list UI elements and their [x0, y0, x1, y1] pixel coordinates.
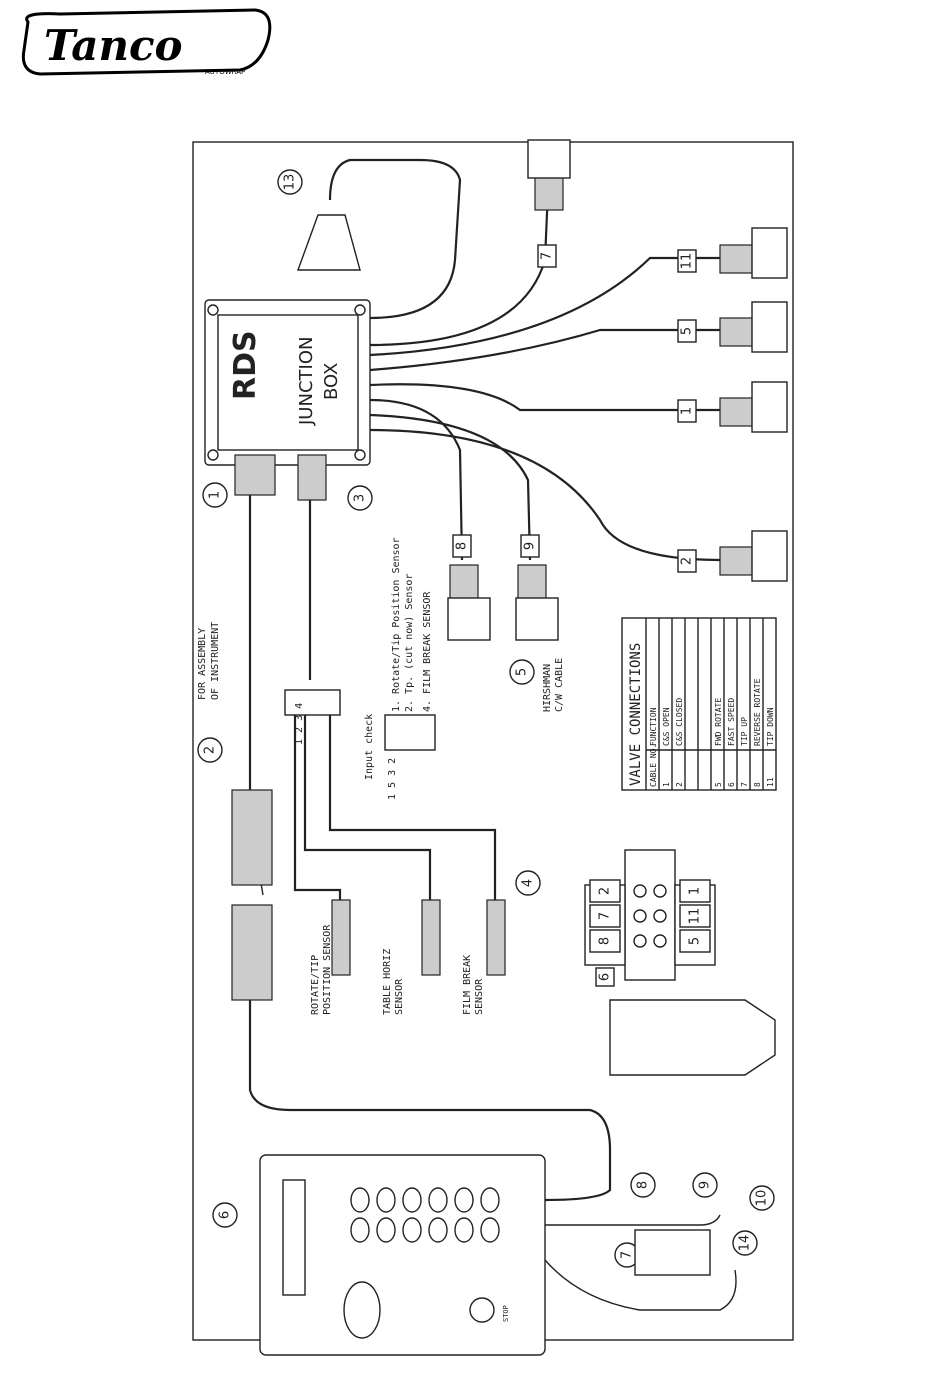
- table-cell-function: C&S CLOSED: [675, 698, 684, 746]
- instrument-plug: [231, 789, 273, 1001]
- assembly-note-2: OF INSTRUMENT: [210, 622, 221, 700]
- callout: 10: [755, 1190, 770, 1207]
- junction-box: RDS JUNCTION BOX: [204, 299, 371, 501]
- table-cell-cable: 6: [727, 782, 736, 787]
- input-check-title: Input check: [364, 714, 375, 780]
- console-button[interactable]: [376, 1187, 396, 1213]
- console-display: [282, 1179, 306, 1296]
- table-cell-cable: 2: [675, 782, 684, 787]
- console-button[interactable]: [402, 1187, 422, 1213]
- sensor-label: POSITION SENSOR: [322, 924, 333, 1015]
- table-cell-cable: 7: [740, 782, 749, 787]
- callout: 3: [353, 494, 368, 502]
- hirshman-label-1: HIRSHMAN: [542, 664, 553, 712]
- console-button[interactable]: [454, 1217, 474, 1243]
- cable-tags: 7 11 5 1 2 8 9: [452, 244, 697, 573]
- cable-tag: 11: [680, 253, 695, 270]
- junction-box-line1: JUNCTION: [296, 337, 317, 426]
- valve-label: 5: [688, 937, 703, 945]
- callout: 2: [203, 746, 218, 754]
- table-header: FUNCTION: [649, 707, 658, 746]
- hirshman-label-2: C/W CABLE: [554, 658, 565, 712]
- cable-tag: 7: [540, 252, 555, 260]
- valve-connectors: [447, 139, 788, 641]
- table-cell-function: TIP UP: [740, 717, 749, 746]
- console-button[interactable]: [376, 1217, 396, 1243]
- remote-control: [609, 999, 776, 1076]
- callout: 7: [620, 1251, 635, 1259]
- sensor-label: ROTATE/TIP: [310, 955, 321, 1015]
- sensor-mount: [297, 214, 361, 271]
- control-console: STOP: [259, 1154, 546, 1356]
- sensor-label: SENSOR: [474, 978, 485, 1015]
- table-cell-function: FAST SPEED: [727, 698, 736, 746]
- table-cell-cable: 5: [714, 782, 723, 787]
- callout: 8: [636, 1181, 651, 1189]
- cable-tag: 5: [680, 327, 695, 335]
- valve-block: 2 1 7 11 8 5 6: [584, 849, 716, 987]
- table-cell-function: TIP DOWN: [766, 707, 775, 746]
- assembly-note-1: FOR ASSEMBLY: [197, 628, 208, 700]
- input-check-item: 2. Tp. (cut now) Sensor: [404, 574, 415, 712]
- table-header: CABLE NO.: [649, 744, 658, 787]
- tanco-logo: Tanco AUTOWRAP: [21, 8, 272, 76]
- callout: 14: [738, 1235, 753, 1252]
- callout: 1: [208, 491, 223, 499]
- callout: 6: [218, 1211, 233, 1219]
- cable-tag: 9: [523, 542, 538, 550]
- cable-tag: 1: [680, 407, 695, 415]
- table-cell-cable: 8: [753, 782, 762, 787]
- callout: 4: [521, 879, 536, 887]
- valve-label: 1: [688, 887, 703, 895]
- sensors: ROTATE/TIP POSITION SENSOR TABLE HORIZ S…: [310, 899, 506, 1015]
- console-button[interactable]: [454, 1187, 474, 1213]
- callouts: 1 2 3 4 5 6 7 8 9 10 13 14: [197, 169, 775, 1268]
- console-stop-button[interactable]: [469, 1297, 495, 1323]
- cable-tag: 8: [455, 542, 470, 550]
- valve-label: 11: [688, 908, 703, 925]
- valve-label: 7: [598, 912, 613, 920]
- console-button[interactable]: [428, 1217, 448, 1243]
- power-supply: [634, 1229, 711, 1276]
- console-button[interactable]: [480, 1187, 500, 1213]
- input-check-pins: 1 5 3 2: [387, 758, 398, 800]
- table-title: VALVE CONNECTIONS: [628, 643, 644, 786]
- console-button[interactable]: [402, 1217, 422, 1243]
- valve-block-tag: 6: [598, 973, 613, 981]
- valve-connections-table: VALVE CONNECTIONS CABLE NO.FUNCTION 1 C&S O…: [621, 617, 777, 791]
- table-cell-function: REVERSE ROTATE: [753, 678, 762, 746]
- table-cell-cable: 11: [766, 777, 775, 787]
- sensor-label: FILM BREAK: [462, 955, 473, 1015]
- sensor-label: SENSOR: [394, 978, 405, 1015]
- table-cell-function: FWD ROTATE: [714, 698, 723, 746]
- input-check-item: 4. FILM BREAK SENSOR: [422, 591, 433, 712]
- junction-box-maker: RDS: [228, 330, 263, 400]
- valve-label: 8: [598, 937, 613, 945]
- console-button[interactable]: [350, 1187, 370, 1213]
- valve-label: 2: [598, 887, 613, 895]
- logo-brand: Tanco: [44, 21, 183, 70]
- cable-tag: 2: [680, 557, 695, 565]
- connector-pins: 1 2 3 4: [294, 703, 305, 745]
- console-arrow-pad: [343, 1281, 381, 1339]
- sensor-label: TABLE HORIZ: [382, 949, 393, 1015]
- table-cell-function: C&S OPEN: [662, 707, 671, 746]
- cables: [244, 158, 737, 1311]
- console-button[interactable]: [428, 1187, 448, 1213]
- callout: 9: [698, 1181, 713, 1189]
- console-button[interactable]: [480, 1217, 500, 1243]
- input-check: 1 2 3 4 Input check 1 5 3 2 1. Rotate/Ti…: [284, 537, 436, 800]
- logo-sub: AUTOWRAP: [205, 68, 245, 76]
- console-stop-label: STOP: [502, 1305, 510, 1322]
- callout: 5: [515, 668, 530, 676]
- input-check-item: 1. Rotate/Tip Position Sensor: [391, 537, 402, 712]
- table-cell-cable: 1: [662, 782, 671, 787]
- callout: 13: [283, 174, 298, 191]
- console-button[interactable]: [350, 1217, 370, 1243]
- junction-box-line2: BOX: [321, 363, 342, 400]
